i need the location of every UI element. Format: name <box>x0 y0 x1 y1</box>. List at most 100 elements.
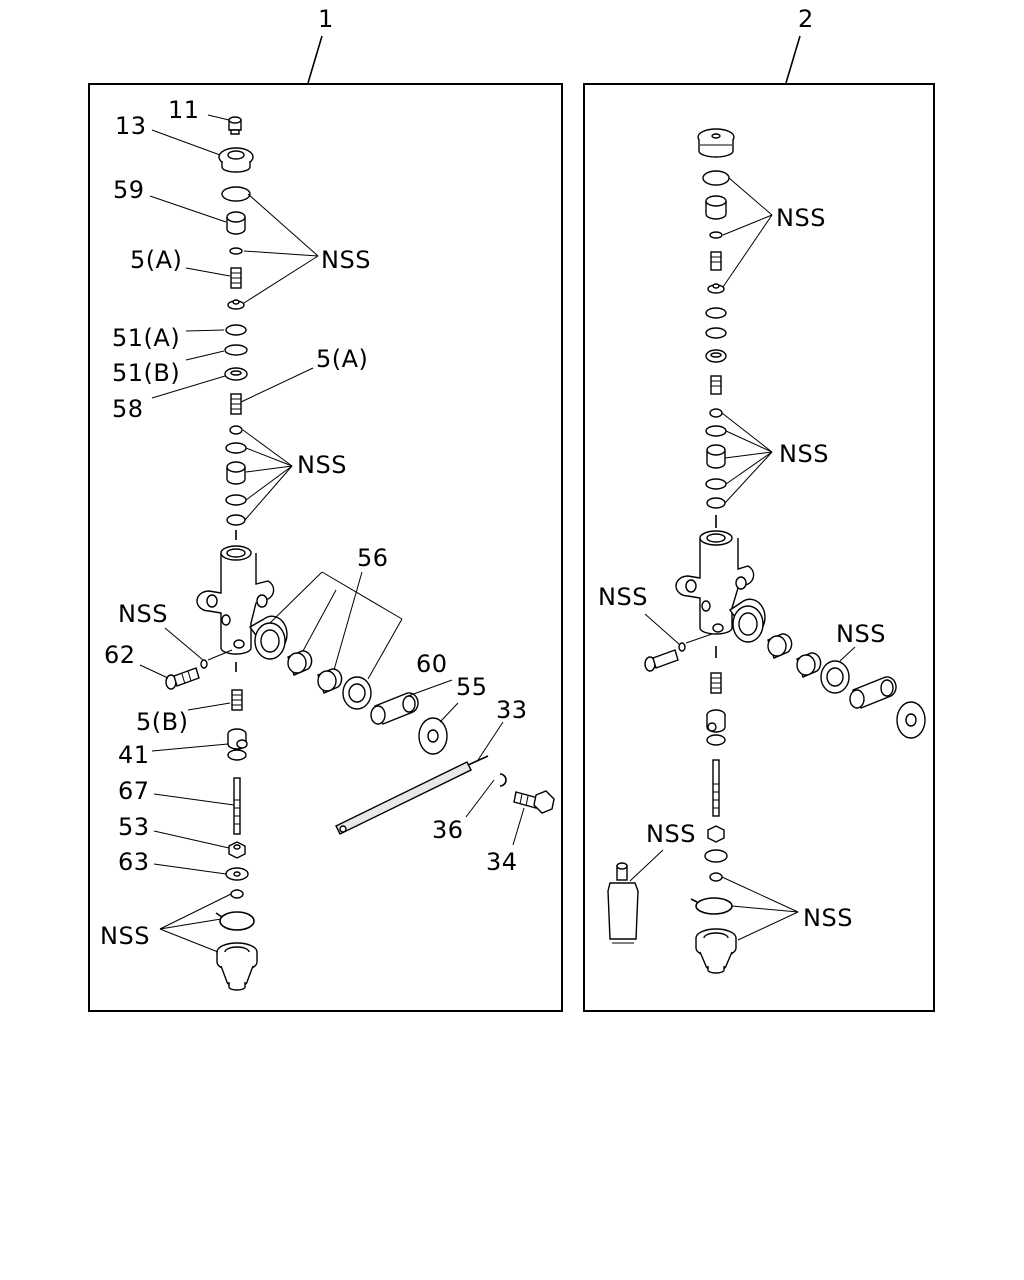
g2-part-bottom-small-washer <box>709 872 723 882</box>
callout-67: 67 <box>118 777 150 805</box>
part-60-shaft <box>370 692 419 725</box>
g2-part-mid-sleeve <box>706 444 726 469</box>
group-2-number: 2 <box>798 5 814 33</box>
callout-nss-left: NSS <box>118 600 168 628</box>
part-bottom-boot <box>216 942 258 991</box>
group-1-frame <box>88 83 563 1012</box>
part-nss-small-washer <box>200 659 208 669</box>
g2-part-piston <box>705 195 727 220</box>
part-55-washer <box>418 717 448 755</box>
part-11-plug <box>228 116 242 135</box>
callout-59: 59 <box>113 176 145 204</box>
callout-5b: 5(B) <box>136 708 188 736</box>
callout-13: 13 <box>115 112 147 140</box>
part-62-bolt <box>165 667 200 690</box>
part-59-piston <box>226 211 246 235</box>
g2-part-spring-top <box>710 251 722 271</box>
callout-36: 36 <box>432 816 464 844</box>
g2-part-mid-washer <box>709 408 723 418</box>
part-33-lever <box>335 755 489 835</box>
part-bottom-small-washer <box>230 889 244 899</box>
part-5b-spring <box>231 689 243 711</box>
group-1-parts <box>165 116 555 991</box>
g2-part-valve-seat <box>707 283 725 294</box>
group-1-leader <box>307 35 323 84</box>
g2-part-small-washer <box>709 231 723 239</box>
callout-51a: 51(A) <box>112 324 180 352</box>
g2-part-spring-bottom <box>710 672 722 694</box>
part-mid-washer <box>229 425 243 435</box>
group-2-leader <box>785 35 801 84</box>
callout-63: 63 <box>118 848 150 876</box>
part-valve-body <box>196 545 288 660</box>
g2-part-oring-top <box>702 170 730 186</box>
part-56-bushing-1 <box>287 650 313 676</box>
g2-part-mid-oring-2 <box>705 478 727 490</box>
part-13-cap <box>218 147 254 173</box>
group-2-callouts: NSS NSS NSS NSS NSS NSS <box>598 204 885 932</box>
part-mid-sleeve <box>226 461 246 485</box>
g2-part-mid-oring-3 <box>706 497 726 509</box>
g2-part-clamp <box>690 897 733 915</box>
part-53-nut <box>228 841 246 859</box>
callout-nss-top: NSS <box>321 246 371 274</box>
g2-callout-nss-bottom: NSS <box>803 904 853 932</box>
part-34-bolt <box>513 790 555 814</box>
callout-58: 58 <box>112 395 144 423</box>
callout-41: 41 <box>118 741 150 769</box>
part-41-adjuster <box>227 728 248 761</box>
callout-34: 34 <box>486 848 518 876</box>
part-36-clip <box>499 773 507 787</box>
part-oring-top <box>221 186 251 202</box>
g2-part-seal <box>820 660 850 694</box>
g2-part-lower-washer <box>704 849 728 863</box>
callout-56: 56 <box>357 544 389 572</box>
callout-51b: 51(B) <box>112 359 180 387</box>
g2-part-adjuster <box>706 709 726 746</box>
part-67-screw <box>233 777 241 835</box>
g2-part-bushing-1 <box>767 633 793 659</box>
group-1-callouts: 11 13 59 5(A) NSS 51(A) 51(B) 58 5(A) NS… <box>100 96 528 950</box>
part-mid-oring-3 <box>226 514 246 526</box>
callout-53: 53 <box>118 813 150 841</box>
g2-part-mid-oring-1 <box>705 425 727 437</box>
part-56-seal <box>342 676 372 710</box>
callout-55: 55 <box>456 673 488 701</box>
callout-5a-top: 5(A) <box>130 246 182 274</box>
callout-11: 11 <box>168 96 200 124</box>
g2-callout-nss-tube: NSS <box>646 820 696 848</box>
g2-callout-nss-left: NSS <box>598 583 648 611</box>
g2-part-ring-a <box>705 307 727 319</box>
group-1-leaders <box>139 114 525 953</box>
g2-part-spring-mid <box>710 375 722 395</box>
part-63-washer <box>225 867 249 881</box>
g2-part-valve-body <box>675 530 766 643</box>
group-2-leaders <box>629 177 856 941</box>
g2-callout-nss-top: NSS <box>776 204 826 232</box>
part-5a-spring-mid <box>230 393 242 415</box>
g2-part-seat <box>705 349 727 363</box>
callout-nss-bottom: NSS <box>100 922 150 950</box>
g2-part-boot <box>695 928 737 974</box>
g2-part-nut <box>707 825 725 843</box>
g2-part-cap <box>697 128 735 158</box>
group-1-number: 1 <box>318 5 334 33</box>
callout-33: 33 <box>496 696 528 724</box>
g2-part-bolt <box>644 649 679 672</box>
part-mid-oring-1 <box>225 442 247 454</box>
part-valve-seat <box>227 299 245 310</box>
part-51b-ring <box>224 344 248 356</box>
group-2-parts <box>607 128 926 974</box>
part-bottom-clamp <box>215 911 255 931</box>
part-51a-ring <box>225 324 247 336</box>
callout-nss-mid: NSS <box>297 451 347 479</box>
g2-part-screw <box>712 759 720 817</box>
g2-part-grease-tube <box>607 862 639 944</box>
g2-part-nss-washer <box>678 642 686 652</box>
part-5a-spring-top <box>230 267 242 289</box>
g2-part-ring-b <box>705 327 727 339</box>
part-58-seat <box>224 367 248 381</box>
callout-60: 60 <box>416 650 448 678</box>
g2-part-washer <box>896 701 926 739</box>
